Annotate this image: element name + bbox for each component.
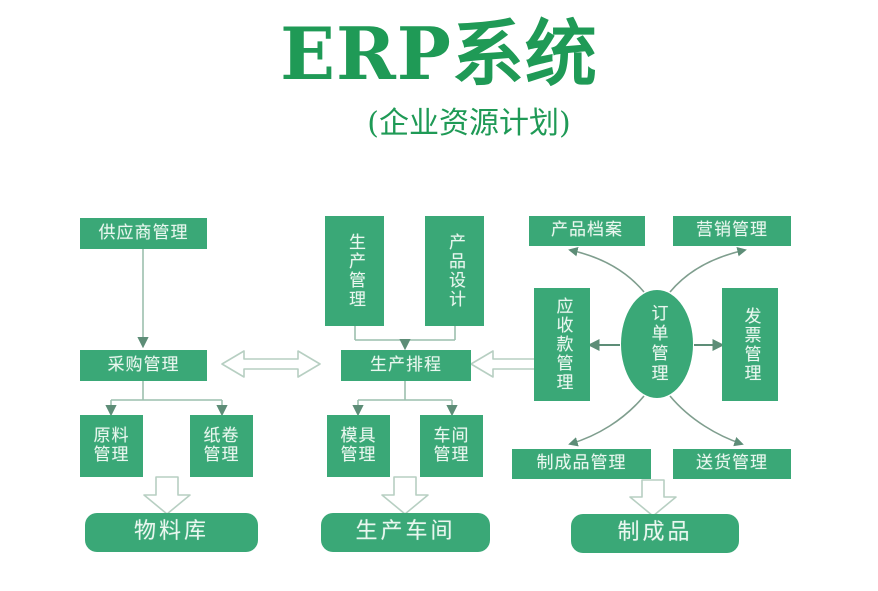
- node-finished-products[interactable]: 制成品: [571, 514, 739, 553]
- connector-order-to-delivery: [669, 395, 744, 447]
- page-subtitle: (企业资源计划): [367, 105, 571, 141]
- node-product-design[interactable]: 产品设计: [425, 216, 484, 326]
- page-title: ERP系统: [280, 11, 598, 96]
- node-material-warehouse[interactable]: 物料库: [85, 513, 258, 552]
- node-order-management[interactable]: 订单管理: [621, 290, 693, 398]
- title-block: ERP系统 (企业资源计划): [0, 16, 878, 142]
- connector-order-to-marketing: [669, 246, 747, 293]
- block-arrow-to-finished-products: [629, 479, 677, 517]
- node-delivery-management[interactable]: 送货管理: [673, 449, 791, 479]
- block-arrow-to-production-workshop: [381, 476, 429, 515]
- node-production-scheduling[interactable]: 生产排程: [341, 350, 471, 381]
- node-receivables-management[interactable]: 应收款管理: [534, 288, 590, 401]
- node-raw-material-management[interactable]: 原料 管理: [80, 415, 143, 477]
- node-mold-management[interactable]: 模具 管理: [327, 415, 390, 477]
- node-production-workshop[interactable]: 生产车间: [321, 513, 490, 552]
- node-invoice-management[interactable]: 发票管理: [722, 288, 778, 401]
- connector-order-to-product-archive: [568, 246, 645, 293]
- connector-order-to-finished-product-management: [568, 395, 645, 447]
- connector-production-inputs-to-scheduling: [354, 326, 456, 351]
- node-marketing-management[interactable]: 营销管理: [673, 216, 791, 246]
- double-arrow-purchasing-scheduling: [221, 350, 321, 378]
- node-purchasing-management[interactable]: 采购管理: [80, 350, 207, 381]
- node-supplier-management[interactable]: 供应商管理: [80, 218, 207, 249]
- block-arrow-to-material-warehouse: [143, 476, 191, 515]
- node-finished-product-management[interactable]: 制成品管理: [512, 449, 651, 479]
- node-product-archive[interactable]: 产品档案: [529, 216, 645, 246]
- connector-purchasing-to-materials: [105, 381, 228, 417]
- connector-scheduling-to-shopfloor: [352, 381, 458, 417]
- node-paper-roll-management[interactable]: 纸卷 管理: [190, 415, 253, 477]
- node-production-management[interactable]: 生产管理: [325, 216, 384, 326]
- node-workshop-management[interactable]: 车间 管理: [420, 415, 483, 477]
